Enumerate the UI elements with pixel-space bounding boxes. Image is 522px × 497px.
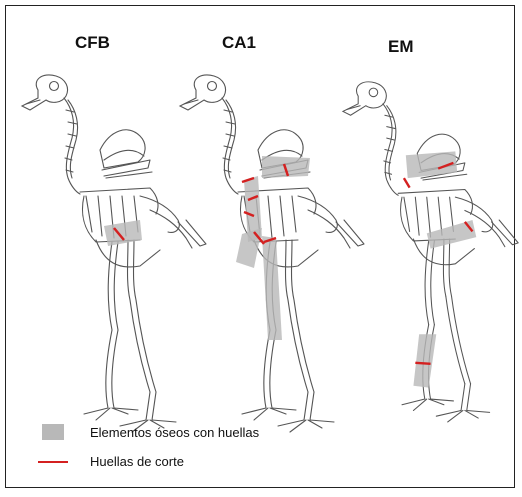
- legend-cut-label: Huellas de corte: [90, 454, 184, 469]
- cut-mark: [404, 178, 410, 188]
- marked-bones-em: [406, 151, 476, 387]
- skeleton-em: [322, 0, 522, 440]
- legend-bone-swatch: [42, 424, 64, 440]
- cut-mark: [415, 363, 430, 364]
- cut-marks-em: [404, 163, 473, 364]
- marked-bone-cfb-pelvis: [104, 220, 142, 246]
- legend-bone-label: Elementos óseos con huellas: [90, 425, 259, 440]
- legend-cut-swatch: [38, 461, 68, 463]
- marked-bones-ca1: [236, 156, 310, 340]
